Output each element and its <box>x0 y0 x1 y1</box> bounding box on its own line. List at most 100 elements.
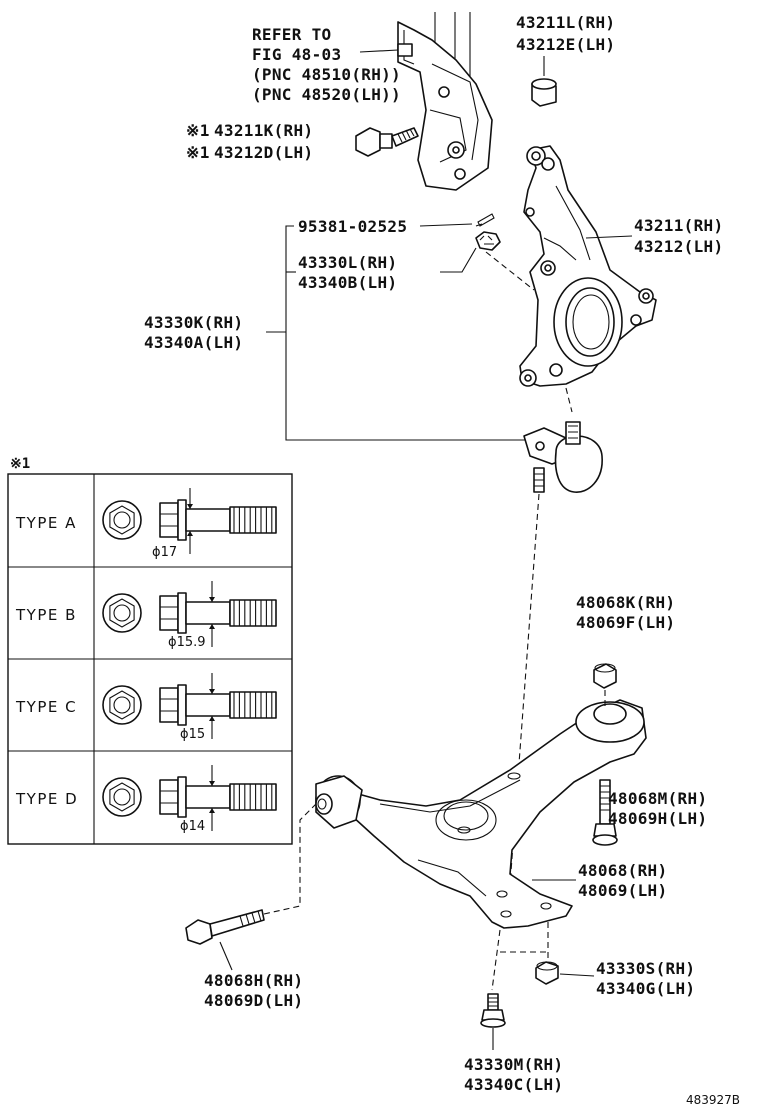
joint-nut-label-rh: 43330S(RH) <box>596 959 695 978</box>
refer-line-3: (PNC 48510(RH)) <box>252 65 401 84</box>
knuckle-label-lh: 43212(LH) <box>634 237 723 256</box>
type-c-bolt-thread <box>229 691 277 719</box>
ball-joint-part <box>523 421 603 493</box>
table-type-c: TYPE C <box>15 698 77 716</box>
arm-vertical-bolt-part <box>592 779 618 846</box>
type-d-bolt-end-view <box>102 777 142 817</box>
bushing-nut-label-rh: 43211L(RH) <box>516 13 615 32</box>
joint-nut-leader <box>559 973 595 977</box>
type-d-dimension-arrowhead <box>209 808 215 813</box>
knuckle-bolt-mark-2: ※1 <box>186 143 210 162</box>
refer-line-2: FIG 48-03 <box>252 45 341 64</box>
bolt-type-table <box>7 473 293 845</box>
type-b-bolt-end-view <box>102 593 142 633</box>
strut-reference-label: REFER TO FIG 48-03 (PNC 48510(RH)) (PNC … <box>252 25 401 104</box>
type-d-dimension-arrowhead <box>209 781 215 786</box>
type-a-bolt-thread <box>229 506 277 534</box>
type-a-bolt-hex-outline <box>109 505 135 535</box>
bushing-nut-part <box>531 56 557 107</box>
arm-label-rh: 48068(RH) <box>578 861 667 880</box>
front-bolt-dashed-guide <box>263 803 317 915</box>
type-b-bolt-center <box>113 604 131 622</box>
refer-line-4: (PNC 48520(LH)) <box>252 85 401 104</box>
ball-joint-label-rh: 43330K(RH) <box>144 313 243 332</box>
type-a-dimension-arrowhead <box>187 504 193 509</box>
castle-nut-part <box>475 231 501 251</box>
front-bolt-leader <box>219 941 233 971</box>
bushing-nut-label-lh: 43212E(LH) <box>516 35 615 54</box>
ball-joint-dashed-guide <box>565 387 573 413</box>
castle-nut-leader <box>440 247 477 273</box>
type-d-bolt-flange <box>177 776 187 818</box>
type-a-bolt-shank <box>185 508 231 532</box>
strut-leader-line <box>359 49 399 53</box>
type-a-bolt-flange <box>177 499 187 541</box>
type-c-dimension-arrowhead <box>209 716 215 721</box>
arm-nut-part <box>593 663 617 689</box>
arm-label-lh: 48069(LH) <box>578 881 667 900</box>
ball-joint-label-lh: 43340A(LH) <box>144 333 243 352</box>
type-a-dimension-arrowhead <box>187 531 193 536</box>
type-c-bolt-head <box>159 687 179 723</box>
castle-nut-label-lh: 43340B(LH) <box>298 273 397 292</box>
joint-bolt-dashed-guide <box>491 929 501 991</box>
type-b-dimension-arrowhead <box>209 624 215 629</box>
joint-nut-part <box>535 961 559 985</box>
lower-control-arm-part <box>315 699 647 929</box>
table-dimension-c: ϕ15 <box>180 727 205 742</box>
castle-nut-label-rh: 43330L(RH) <box>298 253 397 272</box>
knuckle-bolt-part <box>355 127 419 157</box>
knuckle-leader <box>585 235 633 239</box>
table-bolt-illustrations <box>102 488 277 831</box>
table-dimension-a: ϕ17 <box>152 545 177 560</box>
refer-line-1: REFER TO <box>252 25 331 44</box>
joint-bolt-label-lh: 43340C(LH) <box>464 1075 563 1094</box>
type-d-bolt-thread <box>229 783 277 811</box>
joint-bolt-label-rh: 43330M(RH) <box>464 1055 563 1074</box>
type-c-bolt-hex-outline <box>109 690 135 720</box>
castle-nut-dashed-guide <box>485 251 535 291</box>
type-d-bolt-center <box>113 788 131 806</box>
cotter-pin-part <box>475 213 495 227</box>
joint-nut-label-lh: 43340G(LH) <box>596 979 695 998</box>
front-bolt-label-lh: 48069D(LH) <box>204 991 303 1010</box>
table-type-a: TYPE A <box>15 514 77 532</box>
knuckle-bolt-label-rh: 43211K(RH) <box>214 121 313 140</box>
arm-nut-label-lh: 48069F(LH) <box>576 613 675 632</box>
type-a-bolt-center <box>113 511 131 529</box>
knuckle-bolt-label-lh: 43212D(LH) <box>214 143 313 162</box>
table-type-b: TYPE B <box>15 606 77 624</box>
type-b-bolt-hex-outline <box>109 598 135 628</box>
table-dimension-d: ϕ14 <box>180 819 205 834</box>
type-b-dimension-arrowhead <box>209 597 215 602</box>
type-d-bolt-hex-outline <box>109 782 135 812</box>
type-a-bolt-head <box>159 502 179 538</box>
type-c-dimension-arrowhead <box>209 689 215 694</box>
cotter-pin-leader <box>419 223 473 227</box>
front-bolt-label-rh: 48068H(RH) <box>204 971 303 990</box>
figure-id: 483927B <box>686 1093 740 1107</box>
table-type-d: TYPE D <box>15 790 78 808</box>
type-c-bolt-end-view <box>102 685 142 725</box>
joint-bolt-part <box>480 993 506 1028</box>
type-a-bolt-end-view <box>102 500 142 540</box>
type-b-bolt-shank <box>185 601 231 625</box>
arm-front-bolt-part <box>185 909 265 945</box>
table-mark: ※1 <box>10 456 30 472</box>
type-c-bolt-flange <box>177 684 187 726</box>
knuckle-label-rh: 43211(RH) <box>634 216 723 235</box>
strut-illustration <box>397 12 493 191</box>
arm-nut-label-rh: 48068K(RH) <box>576 593 675 612</box>
steering-knuckle-part <box>519 145 657 387</box>
type-d-bolt-head <box>159 779 179 815</box>
type-b-bolt-flange <box>177 592 187 634</box>
cotter-pin-label: 95381-02525 <box>298 217 407 236</box>
table-dimension-b: ϕ15.9 <box>168 635 206 650</box>
knuckle-bolt-mark-1: ※1 <box>186 121 210 140</box>
arm-bolt-label-rh: 48068M(RH) <box>608 789 707 808</box>
type-c-bolt-shank <box>185 693 231 717</box>
type-b-bolt-thread <box>229 599 277 627</box>
arm-bolt-label-lh: 48069H(LH) <box>608 809 707 828</box>
